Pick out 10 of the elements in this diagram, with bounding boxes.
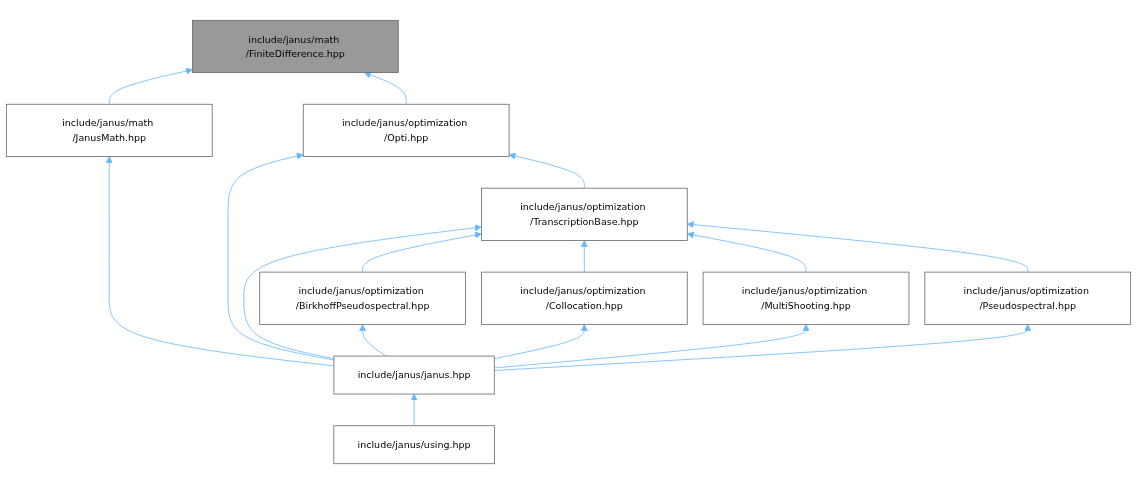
node-box: include/janus/optimization /MultiShooting.hpp	[702, 272, 910, 326]
node-box: include/janus/optimization /Opti.hpp	[302, 104, 510, 158]
node-box: include/janus/optimization /Pseudospectral.hpp	[924, 272, 1132, 326]
node-box: include/janus/math /JanusMath.hpp	[5, 104, 213, 158]
node-box: include/janus/optimization /Collocation.hpp	[481, 272, 688, 326]
node-box: include/janus/math /FiniteDifference.hpp	[192, 20, 399, 74]
node-box: include/janus/optimization /BirkhoffPseudospectral.hpp	[259, 272, 466, 326]
node-box: include/janus/using.hpp	[333, 425, 495, 465]
node-box: include/janus/janus.hpp	[333, 356, 495, 395]
node-box: include/janus/optimization /TranscriptionBase.hpp	[481, 188, 688, 242]
